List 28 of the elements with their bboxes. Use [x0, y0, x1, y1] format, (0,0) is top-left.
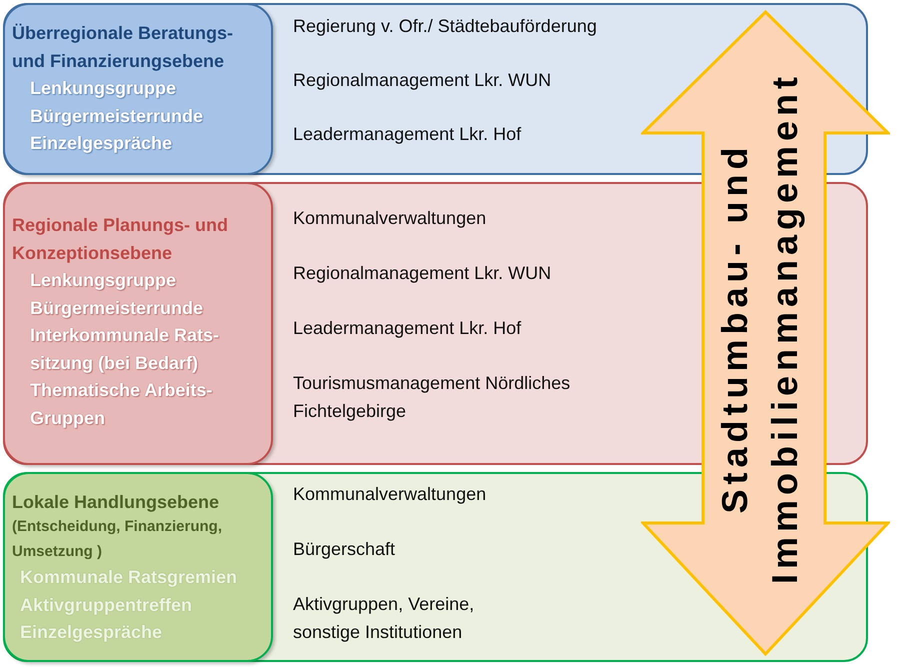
level-heading: Lokale Handlungsebene	[12, 491, 220, 514]
level-subheading: (Entscheidung, Finanzierung, Umsetzung )	[12, 517, 223, 562]
level-box	[3, 3, 273, 175]
level-box	[3, 182, 273, 465]
list-item: Regionalmanagement Lkr. WUN	[293, 262, 552, 285]
list-item: Regionalmanagement Lkr. WUN	[293, 69, 552, 92]
body-item: Lenkungsgruppe	[30, 77, 178, 100]
list-item: Kommunalverwaltungen	[293, 483, 488, 506]
list-item: Tourismusmanagement Nördliches Fichtelgebirge	[293, 372, 572, 423]
body-item: Thematische Arbeits- Gruppen	[30, 379, 214, 430]
list-item: Regierung v. Ofr./ Städtebauförderung	[293, 15, 598, 38]
body-item: Lenkungsgruppe	[30, 269, 178, 292]
body-item: Aktivgruppentreffen	[20, 594, 194, 617]
body-item: Bürgermeisterrunde	[30, 104, 204, 128]
level-box	[3, 472, 273, 662]
list-item: Leadermanagement Lkr. Hof	[293, 317, 522, 340]
list-item: Bürgerschaft	[293, 538, 396, 561]
body-item: Interkommunale Rats- sitzung (bei Bedarf)	[30, 324, 220, 375]
body-item: Kommunale Ratsgremien	[20, 566, 238, 589]
arrow-label: Stadtumbau- und Immobilienmanagement	[713, 70, 806, 586]
level-heading: Überregionale Beratungs- und Finanzierungsebene	[12, 22, 234, 73]
body-item: Einzelgespräche	[20, 621, 164, 644]
level-heading: Regionale Planungs- und Konzeptionsebene	[12, 214, 230, 265]
body-item: Einzelgespräche	[30, 132, 174, 155]
list-item: Aktivgruppen, Vereine, sonstige Institutionen	[293, 593, 476, 644]
list-item: Leadermanagement Lkr. Hof	[293, 123, 522, 146]
list-item: Kommunalverwaltungen	[293, 207, 488, 230]
body-item: Bürgermeisterrunde	[30, 296, 204, 320]
